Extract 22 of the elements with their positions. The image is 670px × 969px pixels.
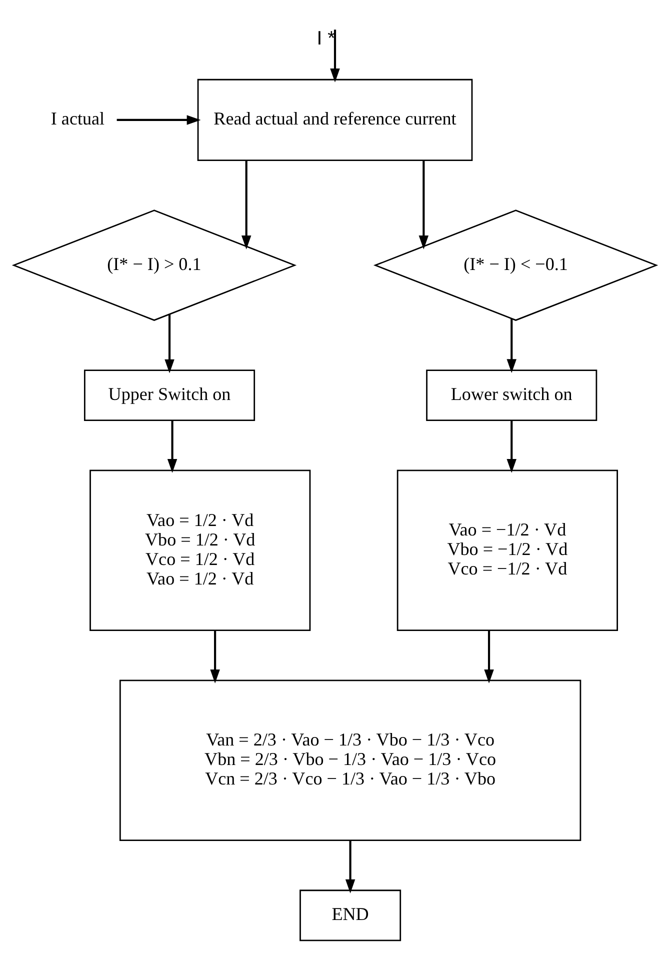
node-box: Van = 2/3 · Vao − 1/3 · Vbo − 1/3 · Vco Vbn = 2/3 · Vbo − 1/3 · Vao − 1/3 · Vco Vcn = 2/3 · Vco − 1/3 · Vao − 1/3 · Vbo [119,680,582,841]
node-box: END [300,890,402,942]
node-box: Read actual and reference current [197,78,473,161]
node-box: Vao = −1/2 · Vd Vbo = −1/2 · Vd Vco = −1/2 · Vd [396,470,618,632]
edge-label: I * [316,27,336,50]
arrow [167,420,178,473]
arrow [484,630,494,684]
node-diamond: (I* − I) > 0.1 [12,210,297,321]
node-box: Lower switch on [426,370,598,422]
node-text: I actual [50,108,105,129]
arrow [345,840,356,894]
node-box: Upper Switch on [84,370,256,422]
node-box: Vao = 1/2 · Vd Vbo = 1/2 · Vd Vco = 1/2 · Vd Vao = 1/2 · Vd [90,470,311,632]
arrow [418,160,429,250]
arrow [164,314,174,374]
arrow [506,420,516,473]
arrow [330,30,340,82]
arrow [116,115,201,125]
arrow [506,318,516,374]
arrow [241,160,252,250]
arrow [210,630,220,684]
node-diamond: (I* − I) < −0.1 [373,210,658,321]
